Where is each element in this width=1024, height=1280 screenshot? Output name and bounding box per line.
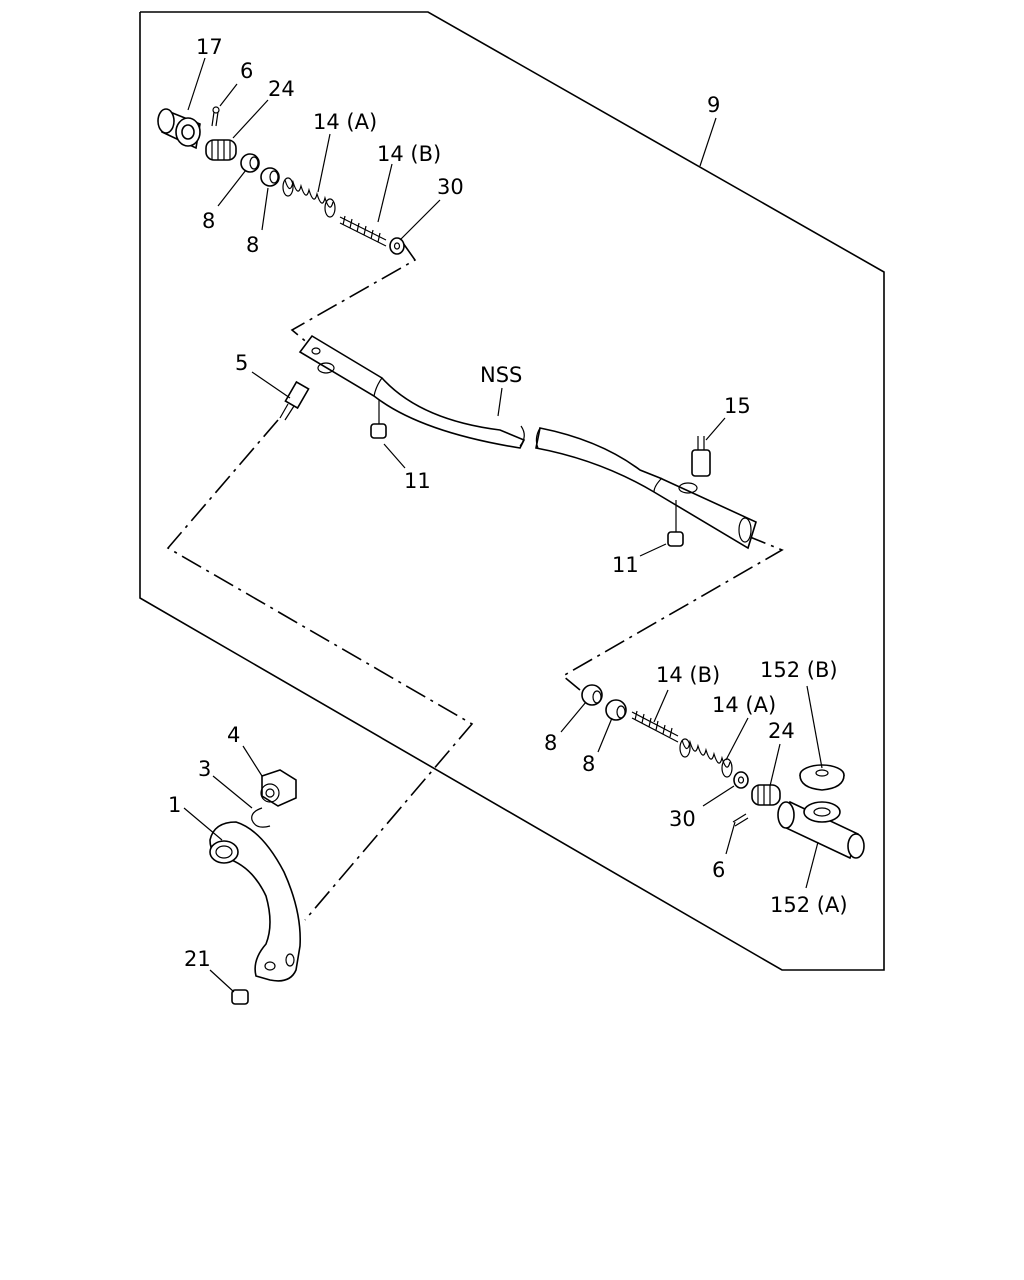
spring-part [282, 177, 336, 218]
cotter-pin-part [211, 106, 220, 127]
ball-socket-part [777, 800, 865, 860]
alignment-line-top [290, 242, 417, 346]
callout-21: 21 [184, 947, 211, 971]
ball-socket-part [157, 108, 201, 150]
assembly-outline [139, 11, 885, 971]
grease-nipple-part [691, 436, 711, 477]
nut-part [260, 769, 297, 807]
ball-seat-part [240, 153, 260, 173]
callout-24: 24 [268, 77, 295, 101]
cotter-pin-part [732, 813, 749, 827]
ball-seat-part [605, 699, 627, 721]
callout-30: 30 [669, 807, 696, 831]
callout-24: 24 [768, 719, 795, 743]
callout-11: 11 [404, 469, 431, 493]
callout-8: 8 [246, 233, 259, 257]
callout-14b: 14 (B) [377, 142, 441, 166]
tie-rod-part [298, 334, 757, 550]
callout-15: 15 [724, 394, 751, 418]
callout-8: 8 [582, 752, 595, 776]
alignment-line-left [166, 419, 474, 921]
lock-washer-part [251, 807, 271, 828]
callout-30: 30 [437, 175, 464, 199]
callout-6: 6 [712, 858, 725, 882]
callout-4: 4 [227, 723, 240, 747]
callout-152a: 152 (A) [770, 893, 848, 917]
spring-part [679, 738, 733, 778]
callout-6: 6 [240, 59, 253, 83]
callout-5: 5 [235, 351, 248, 375]
ball-seat-part [260, 167, 280, 187]
callout-3: 3 [198, 757, 211, 781]
callout-14b: 14 (B) [656, 663, 720, 687]
callout-152b: 152 (B) [760, 658, 838, 682]
plug-part [751, 784, 781, 806]
ball-seat-part [581, 684, 603, 706]
screw-part [667, 500, 684, 547]
idler-arm-part [209, 821, 301, 982]
spring-part [631, 710, 679, 743]
callout-8: 8 [202, 209, 215, 233]
callout-14a: 14 (A) [313, 110, 377, 134]
washer-part [733, 771, 749, 789]
alignment-line-right [561, 534, 784, 691]
callout-11: 11 [612, 553, 639, 577]
callout-9: 9 [707, 93, 720, 117]
leader-lines [183, 57, 823, 993]
callout-17: 17 [196, 35, 223, 59]
screw-part [370, 400, 387, 439]
dust-cover-part [799, 764, 845, 791]
nut-part [231, 989, 249, 1005]
spring-part [339, 215, 387, 247]
callout-1: 1 [168, 793, 181, 817]
washer-part [389, 237, 405, 255]
plug-part [205, 139, 237, 161]
callout-8: 8 [544, 731, 557, 755]
callout-14a: 14 (A) [712, 693, 776, 717]
grease-nipple-part [279, 380, 310, 421]
callout-nss: NSS [480, 363, 522, 387]
